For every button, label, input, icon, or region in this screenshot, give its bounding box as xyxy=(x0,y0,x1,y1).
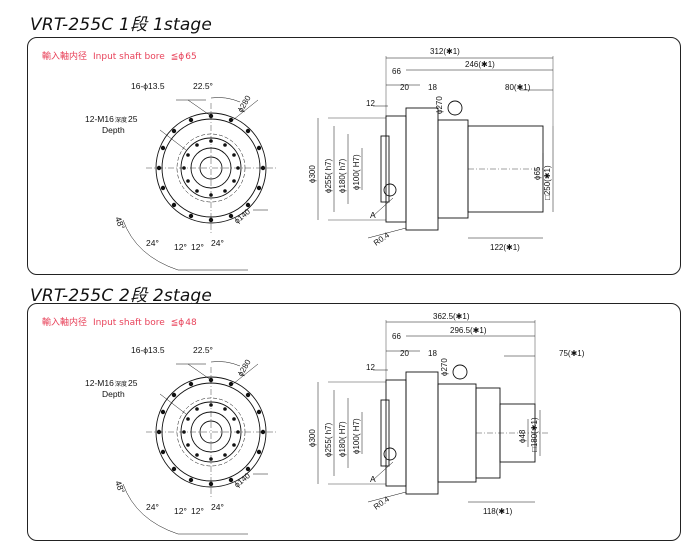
stage1-drawing: 16-ϕ13.5 22.5° ϕ280 12-M16 深度 25 Depth 4… xyxy=(85,47,554,271)
square-dim: □180(✱1) xyxy=(530,417,539,452)
stage2-panel: 輸入軸内径 Input shaft bore ≦ϕ48 xyxy=(27,303,681,541)
bore-label-en: Input shaft bore xyxy=(93,52,165,62)
angle-top: 22.5° xyxy=(193,345,213,355)
angle-b2: 12° xyxy=(174,242,187,252)
dim-bottom: 122(✱1) xyxy=(490,243,520,252)
stage2-drawing: 16-ϕ13.5 22.5° ϕ280 12-M16 深度 25 Depth 4… xyxy=(85,312,585,535)
dim-12: 12 xyxy=(366,363,375,372)
depth-en: Depth xyxy=(102,389,125,399)
angle-b3: 12° xyxy=(191,506,204,516)
dim-body: 246(✱1) xyxy=(465,60,495,69)
angle-b4: 24° xyxy=(211,502,224,512)
stage1-bore-note: 輸入軸内径 Input shaft bore ≦ϕ65 xyxy=(42,49,203,62)
bore-label-en: Input shaft bore xyxy=(93,318,165,328)
stage2-title: VRT-255C 2段 2stage xyxy=(30,286,213,306)
holes-label: 16-ϕ13.5 xyxy=(131,81,165,91)
front-view xyxy=(122,97,276,271)
phi255: ϕ255( h7) xyxy=(324,158,333,193)
bore-label-jp: 輸入軸内径 xyxy=(42,318,88,328)
depth-en: Depth xyxy=(102,125,125,135)
bore-value: 48 xyxy=(185,318,197,328)
stage1-title: VRT-255C 1段 1stage xyxy=(30,15,213,35)
angle-left: 48° xyxy=(113,479,127,495)
phi270: ϕ270 xyxy=(440,358,449,376)
angle-b4: 24° xyxy=(211,238,224,248)
side-labels: 362.5(✱1) 296.5(✱1) 66 20 18 75(✱1) 12 ϕ… xyxy=(308,312,585,516)
angle-b2: 12° xyxy=(174,506,187,516)
angle-top: 22.5° xyxy=(193,81,213,91)
front-labels: 16-ϕ13.5 22.5° ϕ280 12-M16 深度 25 Depth 4… xyxy=(85,345,253,516)
pcd140-label: ϕ140 xyxy=(233,471,253,490)
dim-20: 20 xyxy=(400,349,409,358)
side-labels: 312(✱1) 246(✱1) 66 20 18 80(✱1) 12 ϕ270 … xyxy=(308,47,552,252)
bore-label-jp: 輸入軸内径 xyxy=(42,52,88,62)
angle-b3: 12° xyxy=(191,242,204,252)
tap-label: 12-M16 xyxy=(85,378,114,388)
bore-symbol: ≦ϕ xyxy=(170,52,185,62)
dim-66: 66 xyxy=(392,67,401,76)
angle-left: 48° xyxy=(113,215,127,231)
phi270: ϕ270 xyxy=(435,96,444,114)
front-labels: 16-ϕ13.5 22.5° ϕ280 12-M16 深度 25 Depth 4… xyxy=(85,81,253,252)
dim-18: 18 xyxy=(428,83,437,92)
phi-input: ϕ48 xyxy=(518,429,527,443)
bore-symbol: ≦ϕ xyxy=(170,318,185,328)
label-r: R0.4 xyxy=(372,230,391,247)
dim-overall: 362.5(✱1) xyxy=(433,312,470,321)
phi300: ϕ300 xyxy=(308,165,317,183)
phi300: ϕ300 xyxy=(308,429,317,447)
phi100: ϕ100( H7) xyxy=(352,154,361,190)
pcd280-label: ϕ280 xyxy=(236,94,253,114)
label-a: A xyxy=(370,474,376,484)
dim-overall: 312(✱1) xyxy=(430,47,460,56)
tap-label: 12-M16 xyxy=(85,114,114,124)
dim-18: 18 xyxy=(428,349,437,358)
stage2-bore-note: 輸入軸内径 Input shaft bore ≦ϕ48 xyxy=(42,315,203,328)
dim-body: 296.5(✱1) xyxy=(450,326,487,335)
dim-20: 20 xyxy=(400,83,409,92)
angle-b1: 24° xyxy=(146,238,159,248)
phi-input: ϕ65 xyxy=(533,166,542,180)
dim-80: 80(✱1) xyxy=(505,83,531,92)
bore-value: 65 xyxy=(185,52,197,62)
depth-val: 25 xyxy=(128,378,138,388)
depth-jp: 深度 xyxy=(115,380,127,388)
phi255: ϕ255( h7) xyxy=(324,422,333,457)
phi180: ϕ180( h7) xyxy=(338,158,347,193)
side-view xyxy=(317,320,548,503)
dim-66: 66 xyxy=(392,332,401,341)
phi180: ϕ180( H7) xyxy=(338,421,347,457)
pcd140-label: ϕ140 xyxy=(233,207,253,226)
phi100: ϕ100( H7) xyxy=(352,418,361,454)
dim-12: 12 xyxy=(366,99,375,108)
angle-b1: 24° xyxy=(146,502,159,512)
stage1-panel: 輸入軸内径 Input shaft bore ≦ϕ65 xyxy=(27,37,681,275)
holes-label: 16-ϕ13.5 xyxy=(131,345,165,355)
label-r: R0.4 xyxy=(372,494,391,511)
pcd280-label: ϕ280 xyxy=(236,358,253,378)
dim-75: 75(✱1) xyxy=(559,349,585,358)
depth-jp: 深度 xyxy=(115,116,127,124)
square-dim: □250(✱1) xyxy=(543,165,552,200)
side-view xyxy=(317,56,554,239)
depth-val: 25 xyxy=(128,114,138,124)
label-a: A xyxy=(370,210,376,220)
dim-bottom: 118(✱1) xyxy=(483,507,513,516)
front-view xyxy=(122,361,276,535)
